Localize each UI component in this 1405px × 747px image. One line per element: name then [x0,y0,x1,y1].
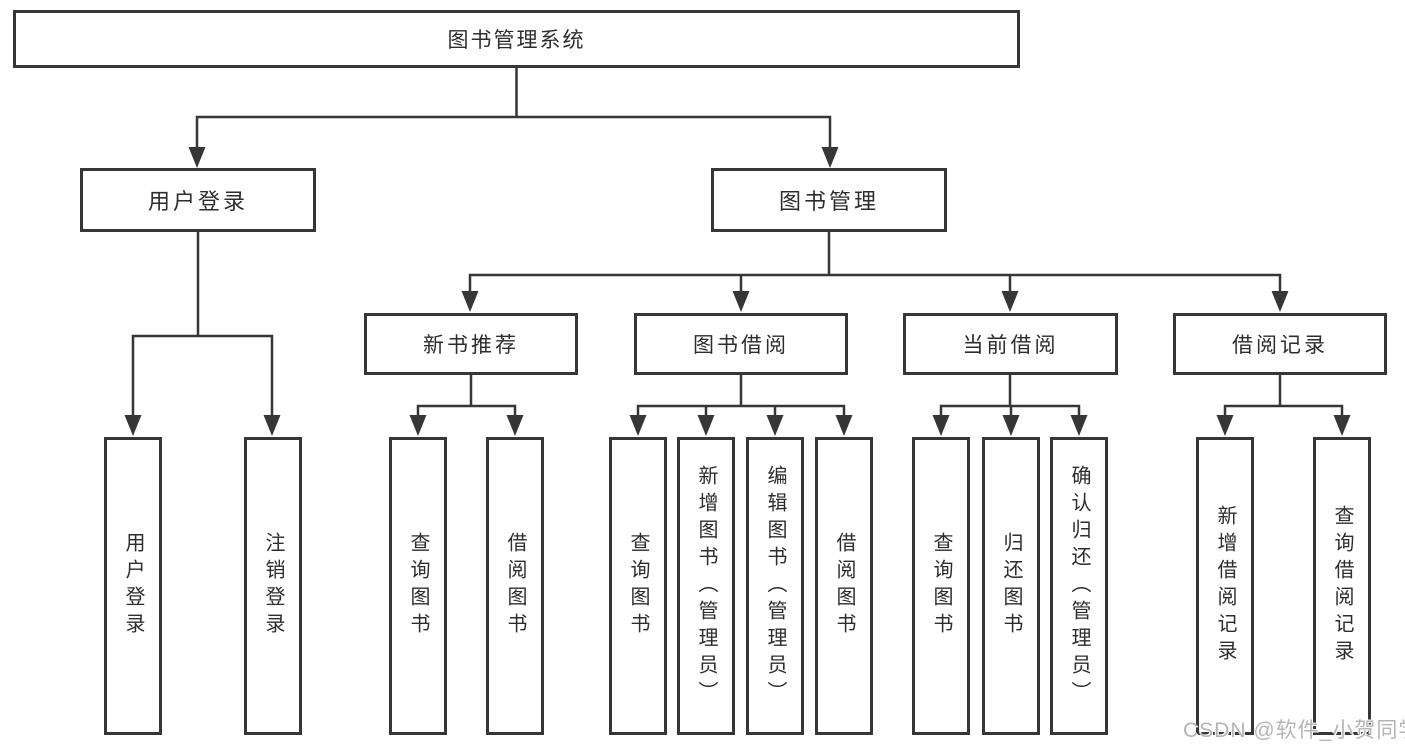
leaf-logout: 注销登录 [244,437,302,735]
node-current-borrowing: 当前借阅 [903,313,1118,375]
node-label: 查询图书 [407,532,429,640]
leaf-query-books-borrow: 查询图书 [609,437,667,735]
node-label: 用户登录 [122,532,144,640]
csdn-watermark: CSDN @软件_小贺同学 [1183,719,1405,742]
leaf-confirm-return-admin: 确认归还（管理员） [1050,437,1108,735]
node-label: 用户登录 [147,189,248,214]
node-label: 借阅图书 [504,532,526,640]
node-library-management-system: 图书管理系统 [13,10,1020,68]
node-label: 新增图书（管理员） [695,464,717,708]
node-book-management: 图书管理 [711,168,947,232]
leaf-user-login: 用户登录 [104,437,162,735]
leaf-add-books-admin: 新增图书（管理员） [677,437,735,735]
node-label: 图书管理系统 [447,29,586,52]
node-label: 确认归还（管理员） [1068,464,1090,708]
node-label: 查询图书 [930,532,952,640]
node-label: 编辑图书（管理员） [764,464,786,708]
leaf-return-books: 归还图书 [982,437,1040,735]
node-label: 当前借阅 [962,334,1059,357]
node-label: 图书管理 [778,189,879,214]
leaf-borrow-books: 借阅图书 [815,437,873,735]
node-label: 查询图书 [627,532,649,640]
leaf-query-books-current: 查询图书 [912,437,970,735]
node-book-borrowing: 图书借阅 [634,313,848,375]
node-user-login: 用户登录 [80,168,316,232]
node-label: 查询借阅记录 [1331,505,1353,667]
node-label: 图书借阅 [693,334,789,357]
node-label: 新增借阅记录 [1214,505,1236,667]
node-label: 借阅记录 [1232,334,1328,357]
node-label: 新书推荐 [423,334,519,357]
leaf-query-books-recommend: 查询图书 [389,437,447,735]
node-borrowing-records: 借阅记录 [1173,313,1387,375]
leaf-borrow-books-recommend: 借阅图书 [486,437,544,735]
leaf-add-borrow-record: 新增借阅记录 [1196,437,1254,735]
node-label: 借阅图书 [833,532,855,640]
leaf-edit-books-admin: 编辑图书（管理员） [746,437,804,735]
node-new-book-recommendation: 新书推荐 [364,313,578,375]
leaf-query-borrow-record: 查询借阅记录 [1313,437,1371,735]
node-label: 归还图书 [1000,532,1022,640]
node-label: 注销登录 [262,532,284,640]
